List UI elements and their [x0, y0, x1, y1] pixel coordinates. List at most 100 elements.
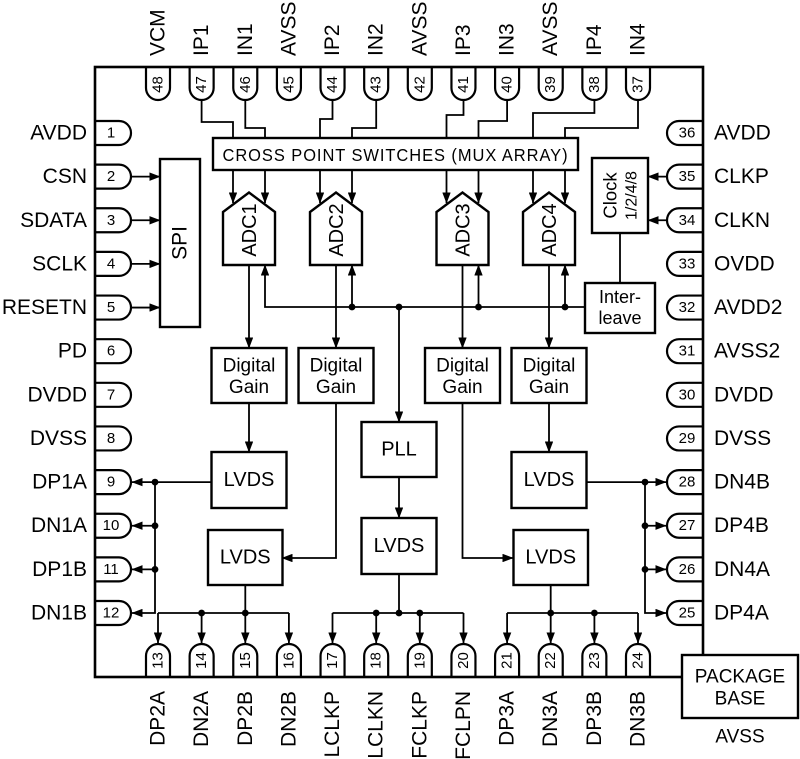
pin-label: IP4 [583, 24, 606, 56]
pin-number: 12 [103, 604, 120, 621]
pin-label: FCLKP [408, 691, 431, 759]
pin-label: DN1A [31, 514, 87, 537]
pin-label: SDATA [20, 209, 87, 232]
pin-number: 19 [411, 652, 428, 669]
pin-number: 9 [107, 474, 115, 491]
lvds-1-block-box [210, 450, 288, 510]
pin-label: DN3A [539, 691, 562, 747]
block-label: Inter- [599, 287, 641, 307]
pin-number: 14 [193, 652, 210, 669]
wire [319, 100, 334, 138]
pin-label: AVDD2 [714, 296, 782, 319]
pin-shape [537, 642, 564, 677]
interleave-block: Inter-leave [583, 281, 657, 335]
pin-number: 28 [679, 474, 696, 491]
pin-shape [363, 642, 390, 677]
pins-layer: 48VCM47IP146IN145AVSS44IP243IN242AVSS41I… [2, 2, 783, 759]
wire [351, 100, 378, 138]
block-label: Digital [223, 356, 276, 377]
pin-label: DN2A [190, 691, 213, 747]
block-label: ADC1 [239, 203, 261, 256]
pin-number: 31 [679, 343, 696, 360]
pin-label: VCM [147, 9, 170, 56]
pin-shape [406, 67, 433, 102]
wire [244, 100, 266, 138]
wire [200, 100, 234, 138]
pin-label: OVDD [714, 252, 775, 275]
pin-label: IP1 [190, 24, 213, 56]
wire-arrow [131, 482, 156, 618]
pin-number: 3 [107, 212, 115, 229]
junction-dot [547, 609, 555, 617]
pin-number: 11 [103, 561, 119, 578]
pin-number: 42 [411, 76, 428, 93]
interleave-block-box [583, 281, 657, 335]
junction-dot [395, 303, 403, 311]
junction-dot [641, 478, 649, 486]
block-label: Gain [229, 377, 269, 398]
pin-number: 36 [679, 125, 696, 142]
digital-gain-1-block-box [210, 346, 288, 405]
block-label: PACKAGE [695, 667, 785, 688]
pin-label: DP1A [32, 471, 87, 494]
pin-number: 17 [324, 652, 341, 669]
block-label: LVDS [224, 469, 275, 491]
pin-label: DP2A [147, 691, 170, 746]
pin-number: 2 [107, 168, 115, 185]
pin-2: 2 CSN [43, 163, 133, 190]
pin-shape [319, 642, 346, 677]
pin-number: 20 [455, 652, 472, 669]
pin-shape [493, 642, 521, 677]
pin-label: AVDD [714, 122, 771, 145]
junction-dot [151, 522, 159, 530]
pin-shape [665, 338, 703, 365]
pin-label: RESETN [2, 296, 87, 319]
block-label: ADC2 [326, 203, 348, 256]
pin-shape [665, 425, 703, 452]
pin-label: DVSS [714, 427, 771, 450]
pin-shape [665, 599, 703, 627]
chip-outline [93, 65, 705, 679]
pin-label: CSN [43, 165, 87, 188]
pin-shape [665, 119, 703, 147]
junction-dot [641, 565, 649, 573]
block-label: ADC4 [539, 203, 561, 256]
lvds-1-block: LVDS [210, 450, 288, 510]
pin-number: 47 [193, 76, 210, 93]
pin-10: 10 DN1A [31, 512, 133, 539]
pin-label: LCLKN [365, 691, 388, 759]
pin-number: 24 [629, 652, 646, 669]
pin-label: DP2B [234, 691, 257, 746]
pin-number: 21 [499, 652, 516, 669]
block-label: Digital [436, 356, 489, 377]
pin-label: DVDD [27, 383, 87, 406]
block-label: leave [598, 308, 641, 328]
block-label: Digital [523, 356, 576, 377]
junction-dot [241, 609, 249, 617]
pin-label: LCLKP [321, 691, 344, 758]
pin-shape [275, 67, 303, 102]
pin-label: DP4A [714, 601, 769, 624]
pin-number: 40 [499, 76, 516, 93]
junction-dot [475, 303, 482, 311]
pin-number: 10 [103, 517, 120, 534]
lvds-2-block-box [510, 450, 588, 510]
pin-label: DN4A [714, 558, 770, 581]
pin-number: 44 [324, 76, 341, 93]
